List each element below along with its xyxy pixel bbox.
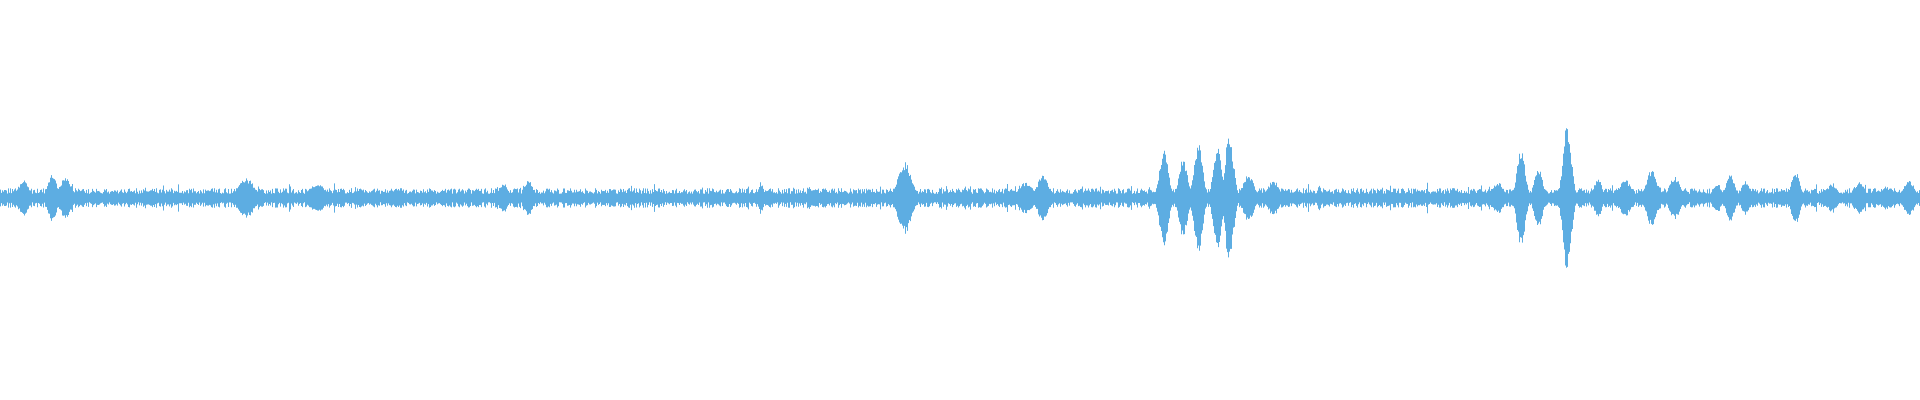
- waveform-svg: [0, 128, 1920, 268]
